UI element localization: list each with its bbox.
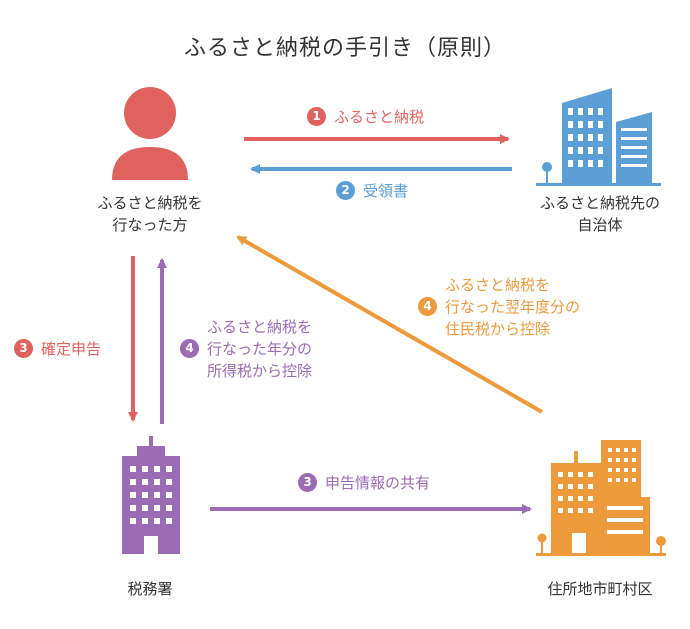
resident-municipality-label-text: 住所地市町村区: [547, 580, 653, 598]
donation-label-text: ふるさと納税: [334, 108, 425, 126]
receipt-label: 2 受領書: [336, 180, 408, 202]
step-badge: 4: [418, 297, 437, 316]
taxpayer-label: ふるさと納税を 行なった方: [70, 192, 230, 236]
step-badge: 2: [336, 181, 355, 200]
page-title: ふるさと納税の手引き（原則）: [183, 36, 506, 61]
tax-return-label: 3 確定申告: [14, 338, 101, 360]
person-icon: [112, 87, 188, 180]
info-sharing-label-text: 申告情報の共有: [325, 474, 431, 492]
office-buildings-icon: [536, 88, 661, 186]
step-badge: 4: [180, 339, 199, 358]
resident-tax-deduction-label: 4 ふるさと納税を 行なった翌年度分の 住民税から控除: [418, 274, 580, 340]
income-tax-deduction-label: 4 ふるさと納税を 行なった年分の 所得税から控除: [180, 316, 312, 382]
tax-office-label-text: 税務署: [127, 580, 173, 598]
step-badge: 1: [307, 107, 326, 126]
resident-municipality-label: 住所地市町村区: [530, 578, 670, 600]
tax-return-label-text: 確定申告: [41, 340, 102, 358]
tax-office-label: 税務署: [100, 578, 200, 600]
destination-municipality-label: ふるさと納税先の 自治体: [520, 192, 680, 236]
resident-tax-deduction-label-text: ふるさと納税を 行なった翌年度分の 住民税から控除: [445, 276, 581, 338]
donation-label: 1 ふるさと納税: [307, 106, 424, 128]
destination-municipality-label-text: ふるさと納税先の 自治体: [539, 194, 660, 234]
taxpayer-label-text: ふるさと納税を 行なった方: [97, 194, 203, 234]
step-badge: 3: [298, 473, 317, 492]
info-sharing-label: 3 申告情報の共有: [298, 472, 430, 494]
income-tax-deduction-label-text: ふるさと納税を 行なった年分の 所得税から控除: [207, 318, 313, 380]
resident-tax-deduction-arrow: [236, 235, 543, 414]
city-hall-buildings-icon: [536, 440, 666, 556]
step-badge: 3: [14, 339, 33, 358]
receipt-label-text: 受領書: [363, 182, 409, 200]
tax-office-building-icon: [122, 436, 180, 554]
